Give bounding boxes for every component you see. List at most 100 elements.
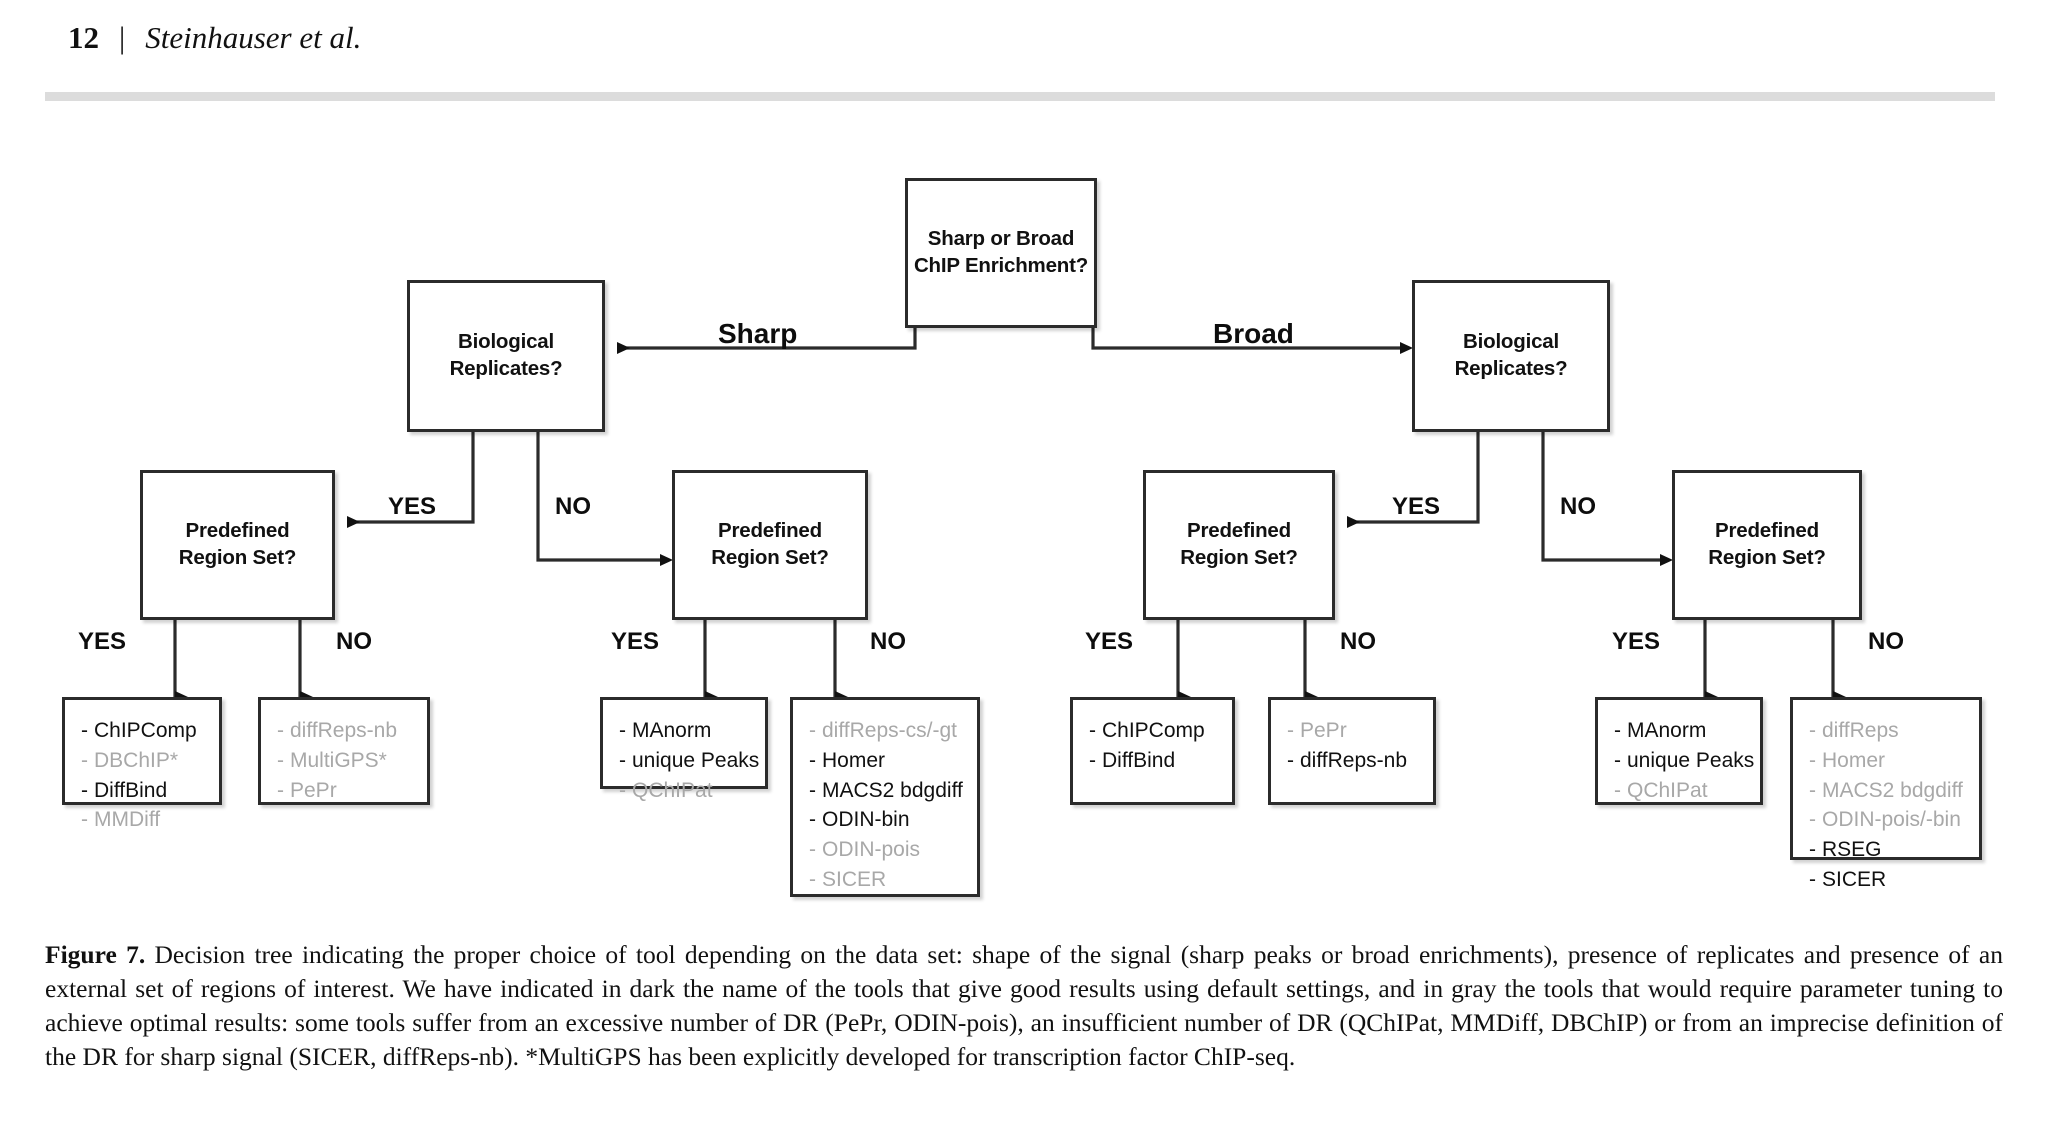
edge-label-yes-leaf-3: YES xyxy=(611,628,660,655)
tool-item: -MMDiff xyxy=(81,805,207,835)
edge-label-no-leaf-2: NO xyxy=(336,628,372,655)
bullet-dash-icon: - xyxy=(1809,778,1816,802)
caption-text: Decision tree indicating the proper choi… xyxy=(45,940,2003,1072)
tool-name: MAnorm xyxy=(1627,719,1707,742)
node-label: Biological Replicates? xyxy=(449,330,563,380)
caption-label: Figure 7. xyxy=(45,940,146,969)
tool-name: ODIN-pois xyxy=(822,838,921,862)
tool-name: ChIPComp xyxy=(1102,719,1205,742)
tool-name: MultiGPS* xyxy=(290,748,387,772)
edge-label-no-leaf-4: NO xyxy=(870,628,906,655)
bullet-dash-icon: - xyxy=(809,719,816,742)
leaf-tools-broad-rep-yes-region-yes[interactable]: -ChIPComp -DiffBind xyxy=(1070,697,1235,805)
leaf-tools-broad-rep-no-region-yes[interactable]: -MAnorm-unique Peaks-QChIPat xyxy=(1595,697,1763,805)
tool-item: -PePr xyxy=(277,776,415,806)
tool-name: unique Peaks xyxy=(632,748,760,772)
bullet-dash-icon: - xyxy=(1809,719,1816,742)
tool-item: -DiffBind xyxy=(1089,746,1220,776)
page-number: 12 xyxy=(68,20,99,55)
bullet-dash-icon: - xyxy=(81,808,88,832)
tool-item: -DBChIP* xyxy=(81,746,207,776)
node-predefined-region-broad-no[interactable]: Predefined Region Set? xyxy=(1672,470,1862,620)
tool-item: -DiffBind xyxy=(81,776,207,806)
bullet-dash-icon: - xyxy=(619,778,626,802)
header-divider xyxy=(45,92,1995,101)
tool-item: -Homer xyxy=(809,746,965,776)
tool-item: -MAnorm xyxy=(1614,716,1748,746)
node-label: Predefined Region Set? xyxy=(178,519,297,569)
tool-name: diffReps xyxy=(1822,719,1899,742)
bullet-dash-icon: - xyxy=(809,808,816,832)
tool-name: ChIPComp xyxy=(94,719,197,742)
tool-name: diffReps-nb xyxy=(290,719,398,742)
node-biological-replicates-broad[interactable]: Biological Replicates? xyxy=(1412,280,1610,432)
bullet-dash-icon: - xyxy=(277,748,284,772)
tool-item: -unique Peaks xyxy=(619,746,759,776)
edge-label-no-broad-replicates: NO xyxy=(1560,493,1596,520)
tool-name: MACS2 bdgdiff xyxy=(1822,778,1963,802)
edge-label-no-leaf-8: NO xyxy=(1868,628,1904,655)
bullet-dash-icon: - xyxy=(809,838,816,862)
tool-name: MMDiff xyxy=(94,808,161,832)
flowchart-connectors xyxy=(173,327,1846,703)
node-predefined-region-sharp-yes[interactable]: Predefined Region Set? xyxy=(140,470,335,620)
runhead-authors: Steinhauser et al. xyxy=(145,20,362,55)
bullet-dash-icon: - xyxy=(1809,868,1816,892)
bullet-dash-icon: - xyxy=(1614,778,1621,802)
node-predefined-region-sharp-no[interactable]: Predefined Region Set? xyxy=(672,470,868,620)
bullet-dash-icon: - xyxy=(1089,748,1096,772)
leaf-tools-broad-rep-yes-region-no[interactable]: -PePr -diffReps-nb xyxy=(1268,697,1436,805)
tool-item: -ChIPComp xyxy=(81,716,207,746)
tool-name: QChIPat xyxy=(1627,778,1708,802)
tool-item: -ODIN-bin xyxy=(809,805,965,835)
tool-name: unique Peaks xyxy=(1627,748,1755,772)
figure-caption: Figure 7. Decision tree indicating the p… xyxy=(45,938,2003,1075)
tool-name: MAnorm xyxy=(632,719,712,742)
leaf-tools-sharp-rep-yes-region-yes[interactable]: -ChIPComp-DBChIP*-DiffBind-MMDiff xyxy=(62,697,222,831)
figure-decision-tree: Sharp or Broad ChIP Enrichment? Sharp Br… xyxy=(62,178,1982,897)
tool-item: -unique Peaks xyxy=(1614,746,1754,776)
edge-label-yes-broad-replicates: YES xyxy=(1392,493,1441,520)
tool-item: -MACS2 bdgdiff xyxy=(809,776,965,806)
bullet-dash-icon: - xyxy=(619,719,626,742)
leaf-tools-broad-rep-no-region-no[interactable]: -diffReps-Homer-MACS2 bdgdiff-ODIN-pois/… xyxy=(1790,697,1982,891)
edge-label-no-leaf-6: NO xyxy=(1340,628,1376,655)
tool-item: -Homer xyxy=(1809,746,1967,776)
node-label: Biological Replicates? xyxy=(1454,330,1568,380)
tool-item: -QChIPat xyxy=(619,776,753,806)
edge-label-yes-leaf-5: YES xyxy=(1085,628,1134,655)
running-head: 12 | Steinhauser et al. xyxy=(68,20,361,56)
tool-name: PePr xyxy=(1300,719,1347,742)
bullet-dash-icon: - xyxy=(277,778,284,802)
bullet-dash-icon: - xyxy=(619,748,626,772)
bullet-dash-icon: - xyxy=(1287,748,1294,772)
leaf-tools-sharp-rep-no-region-yes[interactable]: -MAnorm-unique Peaks-QChIPat xyxy=(600,697,768,802)
bullet-dash-icon: - xyxy=(809,868,816,892)
tool-item: -MAnorm xyxy=(619,716,753,746)
bullet-dash-icon: - xyxy=(1809,808,1816,832)
leaf-tools-sharp-rep-yes-region-no[interactable]: -diffReps-nb-MultiGPS*-PePr xyxy=(258,697,430,805)
bullet-dash-icon: - xyxy=(1089,719,1096,742)
runhead-separator: | xyxy=(119,20,126,55)
edge-label-no-sharp-replicates: NO xyxy=(555,493,591,520)
tool-item: -diffReps-nb xyxy=(1287,746,1421,776)
tool-name: diffReps-nb xyxy=(1300,748,1408,772)
bullet-dash-icon: - xyxy=(81,719,88,742)
bullet-dash-icon: - xyxy=(1809,748,1816,772)
node-biological-replicates-sharp[interactable]: Biological Replicates? xyxy=(407,280,605,432)
leaf-tools-sharp-rep-no-region-no[interactable]: -diffReps-cs/-gt-Homer-MACS2 bdgdiff-ODI… xyxy=(790,697,980,897)
node-predefined-region-broad-yes[interactable]: Predefined Region Set? xyxy=(1143,470,1335,620)
edge-label-yes-leaf-1: YES xyxy=(78,628,127,655)
edge-label-sharp: Sharp xyxy=(718,318,798,349)
bullet-dash-icon: - xyxy=(81,778,88,802)
node-root-enrichment[interactable]: Sharp or Broad ChIP Enrichment? xyxy=(905,178,1097,328)
tool-name: MACS2 bdgdiff xyxy=(822,778,963,802)
tool-name: Homer xyxy=(822,748,886,772)
tool-item: -diffReps-nb xyxy=(277,716,415,746)
edge-label-yes-sharp-replicates: YES xyxy=(388,493,437,520)
tool-item: -SICER xyxy=(1809,865,1967,895)
tool-item: -RSEG xyxy=(1809,835,1967,865)
tool-name: SICER xyxy=(1822,868,1887,892)
tool-name: DBChIP* xyxy=(94,748,179,772)
tool-name: PePr xyxy=(290,778,337,802)
